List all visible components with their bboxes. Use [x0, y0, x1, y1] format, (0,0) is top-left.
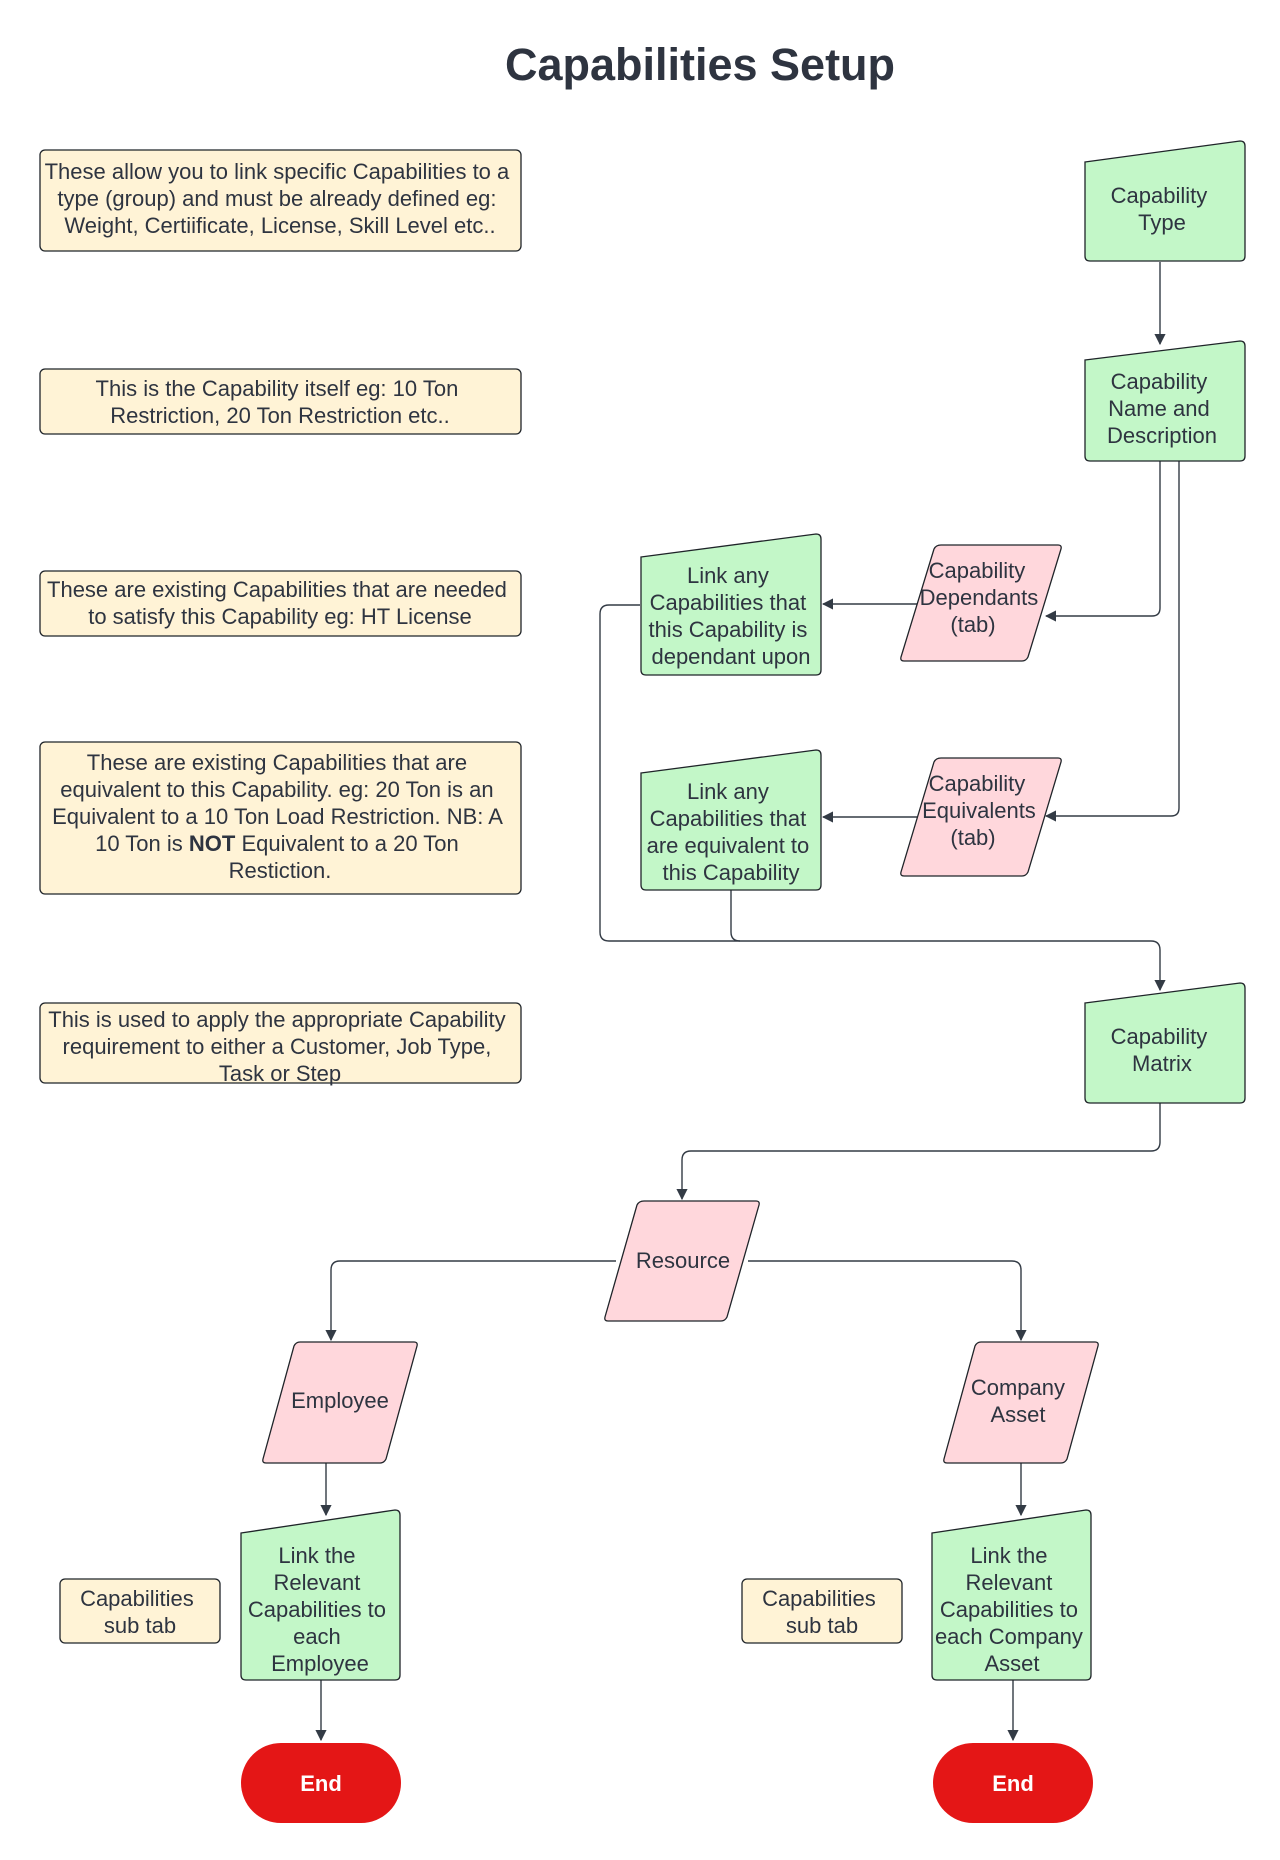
diagram-title: Capabilities Setup: [505, 39, 895, 90]
connectors: [315, 262, 1180, 1742]
node-capability-name-description-label: Capability Name and Description: [1107, 369, 1217, 448]
node-capability-name-description: Capability Name and Description: [1084, 340, 1246, 462]
note-capability-dependants: These are existing Capabilities that are…: [39, 570, 522, 637]
node-link-dependants: Link any Capabilities that this Capabili…: [640, 533, 822, 676]
node-link-equivalents: Link any Capabilities that are equivalen…: [640, 749, 822, 891]
node-company-asset: Company Asset: [943, 1341, 1099, 1464]
connector-link-equivalents-to-matrix: [730, 890, 741, 942]
node-resource-label: Resource: [636, 1248, 730, 1273]
node-capability-equivalents-label: Capability Equivalents (tab): [922, 771, 1042, 850]
note-asset-capabilities-subtab-text: Capabilities sub tab: [762, 1586, 882, 1638]
end-right-label: End: [992, 1771, 1034, 1796]
note-capability-dependants-text: These are existing Capabilities that are…: [47, 577, 513, 629]
node-employee-label: Employee: [291, 1388, 389, 1413]
node-link-equivalents-label: Link any Capabilities that are equivalen…: [647, 779, 816, 885]
node-end-left: End: [241, 1743, 401, 1823]
node-end-right: End: [933, 1743, 1093, 1823]
note-employee-capabilities-subtab-text: Capabilities sub tab: [80, 1586, 200, 1638]
note-capability-matrix: This is used to apply the appropriate Ca…: [39, 1002, 522, 1086]
note-capability-type: These allow you to link specific Capabil…: [39, 149, 522, 252]
note-capability-equivalents-text: These are existing Capabilities that are…: [52, 750, 508, 883]
connector-resource-to-employee: [325, 1260, 616, 1342]
node-capability-dependants-label: Capability Dependants (tab): [920, 558, 1045, 637]
node-capability-matrix-label: Capability Matrix: [1111, 1024, 1214, 1076]
node-capability-matrix: Capability Matrix: [1084, 982, 1246, 1104]
node-resource: Resource: [604, 1200, 760, 1322]
node-link-employee: Link the Relevant Capabilities to each E…: [240, 1509, 401, 1681]
connector-matrix-to-resource: [676, 1102, 1161, 1201]
node-link-employee-label: Link the Relevant Capabilities to each E…: [248, 1543, 392, 1676]
node-capability-type-label: Capability Type: [1111, 183, 1214, 235]
node-capability-equivalents: Capability Equivalents (tab): [900, 757, 1062, 877]
connector-name-to-dependants: [1044, 461, 1161, 622]
connector-name-to-equivalents: [1044, 461, 1180, 822]
note-capability-name: This is the Capability itself eg: 10 Ton…: [39, 368, 522, 435]
connector-resource-to-company-asset: [748, 1260, 1027, 1342]
node-link-company-asset-label: Link the Relevant Capabilities to each C…: [935, 1543, 1089, 1676]
node-capability-dependants: Capability Dependants (tab): [900, 544, 1062, 662]
end-left-label: End: [300, 1771, 342, 1796]
connector-link-dependants-to-matrix: [599, 604, 1166, 992]
node-company-asset-label: Company Asset: [971, 1375, 1071, 1427]
node-employee: Employee: [262, 1341, 418, 1464]
node-link-dependants-label: Link any Capabilities that this Capabili…: [648, 563, 813, 669]
node-capability-type: Capability Type: [1084, 140, 1246, 262]
note-employee-capabilities-subtab: Capabilities sub tab: [59, 1578, 221, 1644]
note-capability-matrix-text: This is used to apply the appropriate Ca…: [48, 1007, 512, 1086]
note-asset-capabilities-subtab: Capabilities sub tab: [741, 1578, 903, 1644]
note-capability-type-text: These allow you to link specific Capabil…: [45, 159, 516, 238]
note-capability-equivalents: These are existing Capabilities that are…: [39, 741, 522, 895]
note-capability-name-text: This is the Capability itself eg: 10 Ton…: [96, 376, 465, 428]
node-link-company-asset: Link the Relevant Capabilities to each C…: [931, 1509, 1092, 1681]
